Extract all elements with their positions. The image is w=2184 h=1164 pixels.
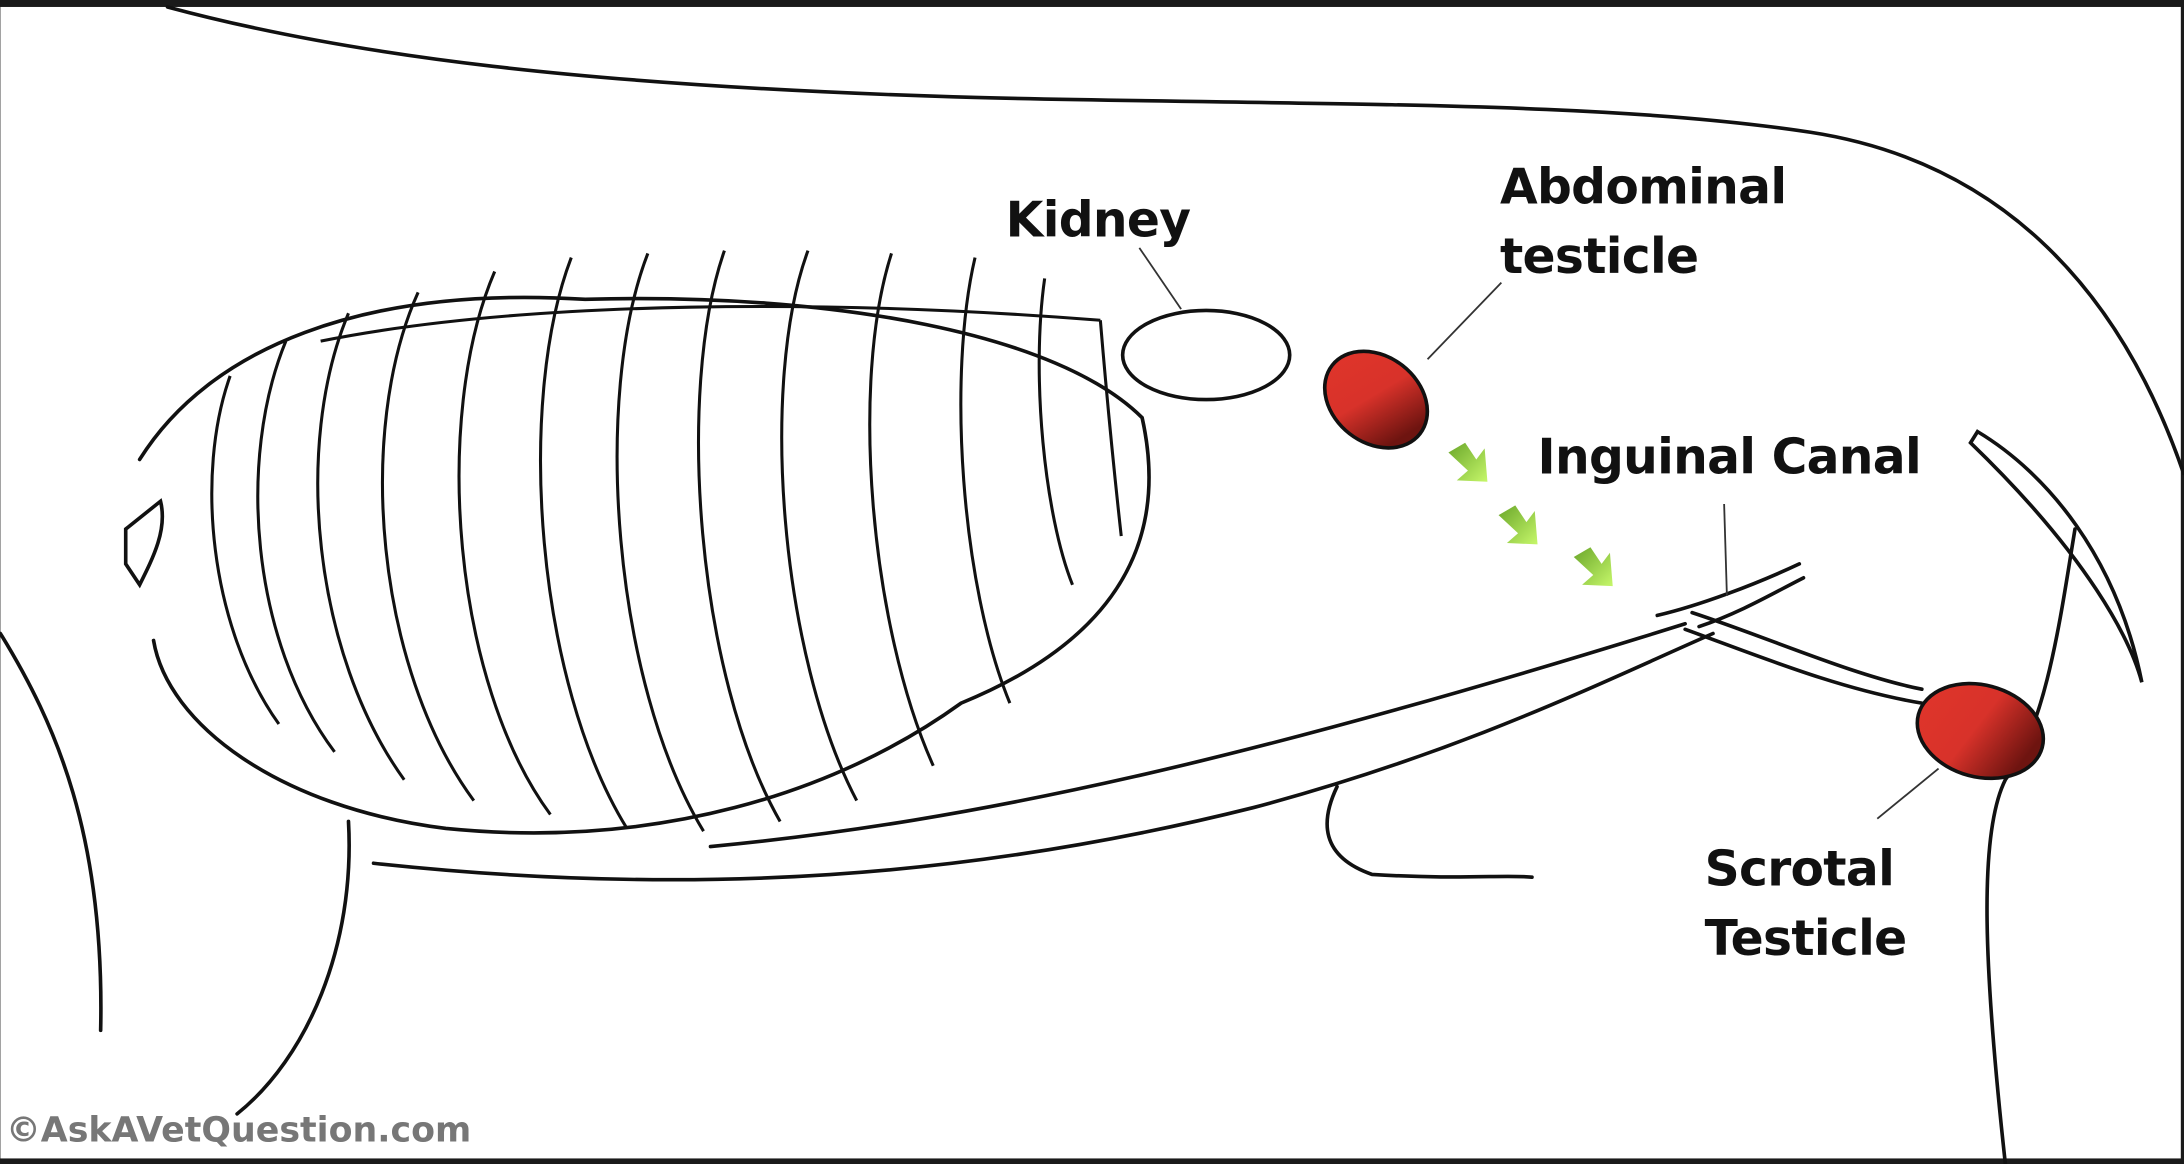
canvas-background: [0, 6, 2181, 1159]
scrotal-testicle-shape: [1915, 681, 2046, 781]
kidney-leader-line: [1138, 247, 1182, 310]
inguinal-canal-leader-line: [1723, 504, 1728, 596]
label-scrotal: Scrotal: [1705, 842, 1894, 898]
arrow-icon: [1448, 442, 1488, 482]
watermark: ©AskAVetQuestion.com: [6, 1111, 471, 1151]
dog-body-outline: [0, 5, 2184, 1164]
label-abdominal: Abdominal: [1500, 159, 1786, 215]
scrotal-testicle-leader-line: [1876, 767, 1940, 820]
migration-arrows: [1448, 442, 1613, 587]
label-inguinal-canal: Inguinal Canal: [1538, 429, 1921, 485]
arrow-icon: [1573, 547, 1613, 587]
abdominal-testicle-leader-line: [1426, 282, 1503, 360]
arrow-icon: [1498, 505, 1538, 545]
label-testicle-scrotal: Testicle: [1705, 911, 1907, 967]
label-testicle-abdominal: testicle: [1500, 229, 1698, 285]
rib-cage: [123, 250, 1151, 835]
kidney-shape: [1120, 308, 1292, 402]
abdominal-testicle-shape: [1322, 349, 1430, 450]
label-kidney: Kidney: [1006, 193, 1191, 249]
